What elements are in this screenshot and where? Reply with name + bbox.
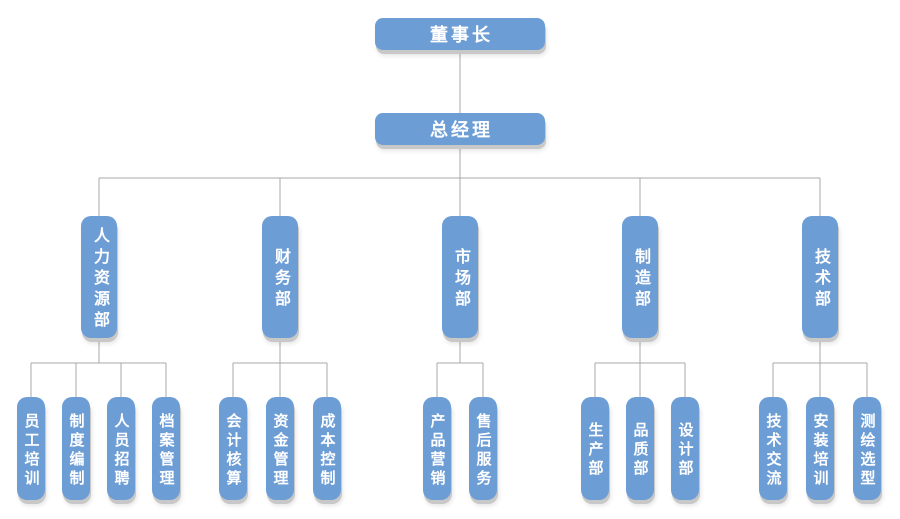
org-node-accounting: 会计核算 <box>219 397 247 500</box>
org-node-policy-compilation: 制度编制 <box>62 397 90 500</box>
org-node-dept-technology: 技术部 <box>802 216 838 338</box>
org-node-dept-hr: 人力资源部 <box>81 216 117 338</box>
org-node-employee-training: 员工培训 <box>17 397 45 500</box>
org-node-production-dept: 生产部 <box>581 397 609 500</box>
org-node-survey-selection: 测绘选型 <box>853 397 881 500</box>
org-node-dept-finance: 财务部 <box>262 216 298 338</box>
org-node-funds-management: 资金管理 <box>266 397 294 500</box>
org-node-quality-dept: 品质部 <box>626 397 654 500</box>
org-node-product-marketing: 产品营销 <box>423 397 451 500</box>
org-node-installation-training: 安装培训 <box>806 397 834 500</box>
org-node-recruitment: 人员招聘 <box>107 397 135 500</box>
org-node-chairman: 董事长 <box>375 18 545 50</box>
org-node-dept-marketing: 市场部 <box>442 216 478 338</box>
org-node-dept-manufacturing: 制造部 <box>622 216 658 338</box>
org-node-general-manager: 总经理 <box>375 113 545 145</box>
org-node-cost-control: 成本控制 <box>313 397 341 500</box>
org-node-archives-management: 档案管理 <box>152 397 180 500</box>
org-node-design-dept: 设计部 <box>671 397 699 500</box>
org-node-after-sales-service: 售后服务 <box>469 397 497 500</box>
org-node-technical-exchange: 技术交流 <box>759 397 787 500</box>
